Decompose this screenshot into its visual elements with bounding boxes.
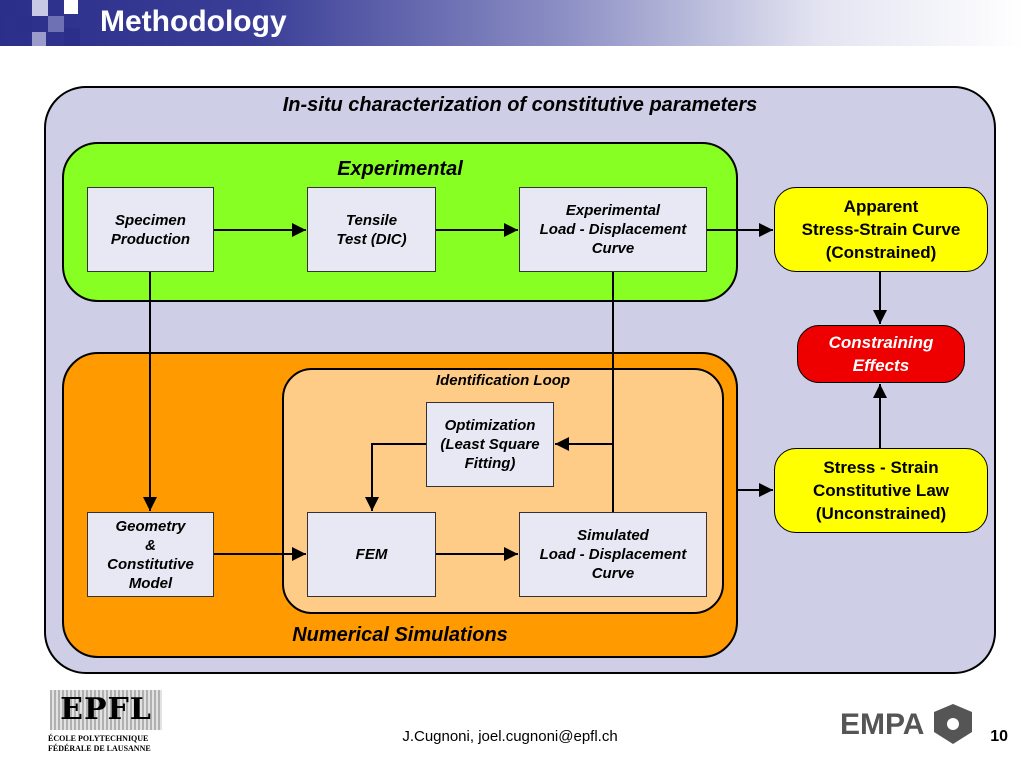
experimental-curve-box: Experimental Load - Displacement Curve: [519, 187, 707, 272]
constitutive-law-pill: Stress - Strain Constitutive Law (Uncons…: [774, 448, 988, 533]
numerical-label: Numerical Simulations: [292, 624, 508, 646]
geometry-model-box: Geometry & Constitutive Model: [87, 512, 214, 597]
apparent-curve-pill: Apparent Stress-Strain Curve (Constraine…: [774, 187, 988, 272]
title-bar: [0, 0, 1024, 46]
page-number: 10: [990, 728, 1008, 745]
arrow-optimization-to-fem: [365, 443, 426, 511]
identification-loop-label: Identification Loop: [435, 372, 571, 389]
epfl-name-line1: ÉCOLE POLYTECHNIQUE: [48, 734, 149, 743]
tensile-test-box: Tensile Test (DIC): [307, 187, 436, 272]
constraining-effects-pill: Constraining Effects: [797, 325, 965, 383]
empa-logo: EMPA: [840, 708, 925, 741]
diagram-title: In-situ characterization of constitutive…: [282, 94, 758, 116]
epfl-name: ÉCOLE POLYTECHNIQUE FÉDÉRALE DE LAUSANNE: [48, 734, 178, 754]
epfl-logo-text: EPFL: [60, 692, 152, 727]
experimental-label: Experimental: [337, 158, 463, 180]
contact-text: J.Cugnoni, joel.cugnoni@epfl.ch: [402, 728, 618, 745]
page-title: Methodology: [100, 5, 287, 38]
epfl-name-line2: FÉDÉRALE DE LAUSANNE: [48, 744, 151, 753]
empa-shield-icon: [934, 704, 972, 744]
epfl-logo: EPFL: [50, 690, 162, 730]
simulated-curve-box: Simulated Load - Displacement Curve: [519, 512, 707, 597]
specimen-production-box: Specimen Production: [87, 187, 214, 272]
fem-box: FEM: [307, 512, 436, 597]
optimization-box: Optimization (Least Square Fitting): [426, 402, 554, 487]
